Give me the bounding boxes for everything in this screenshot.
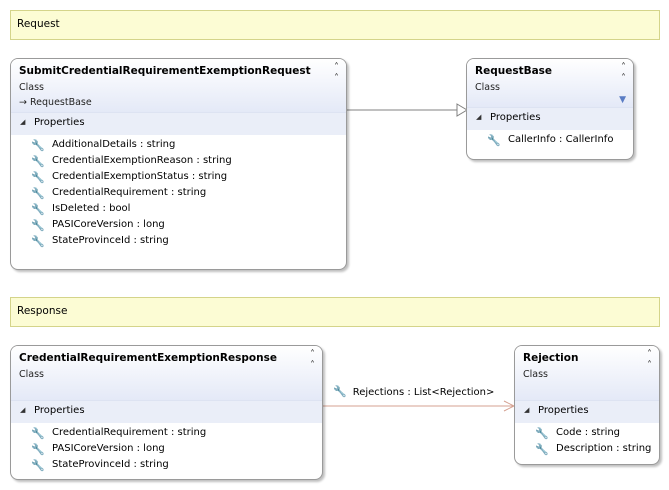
wrench-icon: 🔧 [31, 155, 45, 168]
wrench-icon: 🔧 [535, 443, 549, 456]
class-kind: Class [475, 82, 500, 93]
properties-compartment-header[interactable]: ◢ Properties [467, 107, 633, 130]
response-section-band: Response [10, 297, 660, 327]
triangle-down-icon[interactable]: ◢ [20, 406, 26, 414]
compartment-label: Properties [490, 112, 541, 123]
property-row[interactable]: 🔧Description : string [535, 443, 652, 456]
request-section-label: Request [17, 18, 60, 30]
class-kind: Class [523, 369, 548, 380]
property-row[interactable]: 🔧IsDeleted : bool [31, 203, 131, 216]
wrench-icon: 🔧 [31, 219, 45, 232]
wrench-icon: 🔧 [487, 134, 501, 147]
wrench-icon: 🔧 [31, 427, 45, 440]
triangle-down-icon[interactable]: ◢ [476, 113, 482, 121]
class-kind: Class [19, 369, 44, 380]
properties-compartment-header[interactable]: ◢ Properties [11, 112, 346, 135]
wrench-icon: 🔧 [535, 427, 549, 440]
wrench-icon: 🔧 [31, 139, 45, 152]
compartment-label: Properties [538, 405, 589, 416]
class-header: SubmitCredentialRequirementExemptionRequ… [11, 59, 346, 112]
member-list: 🔧CredentialRequirement : string 🔧PASICor… [11, 423, 322, 474]
class-rejection[interactable]: Rejection Class ˄˄ ◢ Properties 🔧Code : … [514, 345, 660, 465]
wrench-icon: 🔧 [333, 385, 347, 398]
class-request-base[interactable]: RequestBase Class ˄˄ ▼ ◢ Properties 🔧Cal… [466, 58, 634, 160]
property-row[interactable]: 🔧Code : string [535, 427, 621, 440]
property-row[interactable]: 🔧CredentialRequirement : string [31, 427, 207, 440]
wrench-icon: 🔧 [31, 443, 45, 456]
request-section-band: Request [10, 10, 660, 40]
class-title: RequestBase [475, 65, 553, 77]
member-list: 🔧CallerInfo : CallerInfo [467, 130, 633, 149]
filter-icon[interactable]: ▼ [619, 95, 626, 105]
association-connector [323, 400, 516, 412]
member-list: 🔧Code : string 🔧Description : string [515, 423, 659, 458]
class-title: CredentialRequirementExemptionResponse [19, 352, 277, 364]
wrench-icon: 🔧 [31, 187, 45, 200]
property-row[interactable]: 🔧CallerInfo : CallerInfo [487, 134, 614, 147]
double-chevron-up-icon[interactable]: ˄˄ [647, 349, 652, 371]
response-section-label: Response [17, 305, 68, 317]
base-class-line: → RequestBase [19, 97, 338, 108]
property-row[interactable]: 🔧CredentialExemptionStatus : string [31, 171, 228, 184]
class-kind: Class [19, 82, 44, 93]
property-row[interactable]: 🔧StateProvinceId : string [31, 235, 169, 248]
double-chevron-up-icon[interactable]: ˄˄ [621, 62, 626, 84]
class-header: Rejection Class ˄˄ [515, 346, 659, 400]
compartment-label: Properties [34, 405, 85, 416]
triangle-down-icon[interactable]: ◢ [20, 118, 26, 126]
class-header: RequestBase Class ˄˄ ▼ [467, 59, 633, 107]
class-title: SubmitCredentialRequirementExemptionRequ… [19, 65, 311, 77]
property-row[interactable]: 🔧PASICoreVersion : long [31, 219, 165, 232]
property-row[interactable]: 🔧CredentialRequirement : string [31, 187, 207, 200]
inheritance-connector [346, 103, 468, 117]
property-row[interactable]: 🔧CredentialExemptionReason : string [31, 155, 232, 168]
properties-compartment-header[interactable]: ◢ Properties [515, 400, 659, 423]
wrench-icon: 🔧 [31, 235, 45, 248]
wrench-icon: 🔧 [31, 203, 45, 216]
triangle-down-icon[interactable]: ◢ [524, 406, 530, 414]
base-class-name: RequestBase [30, 97, 92, 108]
class-response[interactable]: CredentialRequirementExemptionResponse C… [10, 345, 323, 480]
arrow-right-icon: → [19, 97, 27, 108]
association-label-text: Rejections : List<Rejection> [352, 387, 495, 398]
class-header: CredentialRequirementExemptionResponse C… [11, 346, 322, 400]
compartment-label: Properties [34, 117, 85, 128]
association-arrowhead [503, 400, 516, 412]
properties-compartment-header[interactable]: ◢ Properties [11, 400, 322, 423]
property-row[interactable]: 🔧PASICoreVersion : long [31, 443, 165, 456]
property-row[interactable]: 🔧AdditionalDetails : string [31, 139, 176, 152]
double-chevron-up-icon[interactable]: ˄˄ [334, 62, 339, 84]
property-row[interactable]: 🔧StateProvinceId : string [31, 459, 169, 472]
member-list: 🔧AdditionalDetails : string 🔧CredentialE… [11, 135, 346, 250]
double-chevron-up-icon[interactable]: ˄˄ [310, 349, 315, 371]
wrench-icon: 🔧 [31, 459, 45, 472]
wrench-icon: 🔧 [31, 171, 45, 184]
association-label[interactable]: 🔧 Rejections : List<Rejection> [333, 385, 494, 398]
class-title: Rejection [523, 352, 579, 364]
class-submit-request[interactable]: SubmitCredentialRequirementExemptionRequ… [10, 58, 347, 270]
